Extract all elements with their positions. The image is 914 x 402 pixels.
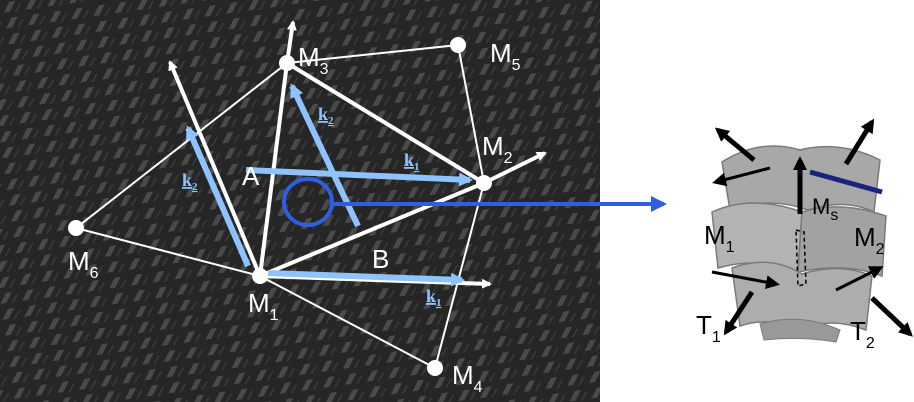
label-k2-right: k2 — [318, 104, 334, 127]
node-m3 — [279, 55, 295, 71]
force-arrows — [714, 118, 913, 337]
label-m5: M5 — [490, 38, 521, 74]
node-m1 — [252, 268, 268, 284]
label-right-t1: T1 — [696, 310, 721, 346]
node-m5 — [450, 37, 466, 53]
label-k2-left: k2 — [182, 170, 198, 193]
label-k1-upper: k1 — [404, 150, 420, 173]
traction-arrows — [711, 166, 884, 292]
label-point-b: B — [372, 244, 389, 274]
fabric-background — [0, 0, 600, 402]
node-m2 — [476, 175, 492, 191]
label-right-ms: Ms — [812, 194, 838, 224]
label-m2: M2 — [482, 131, 513, 167]
ms-arrow — [809, 169, 883, 195]
node-m4 — [427, 360, 443, 376]
mesh-nodes — [68, 37, 492, 376]
node-m6 — [68, 220, 84, 236]
label-m1: M1 — [248, 288, 279, 324]
label-k1-lower: k1 — [426, 286, 442, 309]
label-m6: M6 — [68, 246, 99, 282]
label-point-a: A — [242, 161, 260, 191]
label-right-m2: M2 — [854, 222, 885, 258]
label-m4: M4 — [452, 360, 483, 396]
label-right-t2: T2 — [850, 316, 875, 352]
label-right-m1: M1 — [704, 220, 735, 256]
label-m3: M3 — [298, 42, 329, 78]
